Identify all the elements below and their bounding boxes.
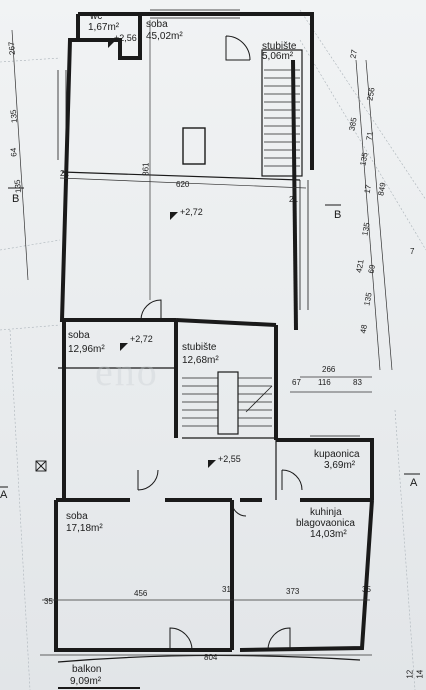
room-soba-bottom-area: 17,18m²: [66, 523, 103, 534]
dim-67: 67: [292, 378, 301, 387]
room-kitchen-area: 14,03m²: [310, 529, 347, 540]
dim-l64: 64: [8, 147, 19, 158]
balcony-edge: [57, 654, 361, 663]
dim-373: 373: [286, 587, 300, 596]
room-soba-top-name: soba: [146, 19, 168, 30]
dim-35b: 35: [362, 585, 371, 594]
outer-walls: [54, 12, 374, 652]
dim-861: 861: [141, 162, 151, 176]
section-lines: [0, 187, 420, 488]
level-wc: +2,56: [114, 33, 137, 43]
level-hall: +2,55: [218, 454, 241, 464]
dim-456: 456: [134, 589, 148, 598]
dimension-lines: [11, 20, 393, 656]
room-stair-mid-area: 12,68m²: [182, 355, 219, 366]
dim-r17: 17: [362, 183, 373, 195]
dim-35a: 35: [44, 597, 53, 606]
room-kitchen-name: kuhinja: [310, 507, 342, 518]
level-markers: [108, 40, 216, 468]
room-soba-bottom-name: soba: [66, 511, 88, 522]
room-bath-name: kupaonica: [314, 449, 360, 460]
dim-r71: 71: [364, 130, 375, 142]
dim-804: 804: [204, 653, 218, 662]
room-stair-top-name: stubište: [262, 41, 297, 52]
room-soba-top-area: 45,02m²: [146, 31, 183, 42]
dim-bot12: 12: [405, 669, 415, 679]
dim-r27: 27: [348, 48, 359, 60]
inner-walls: [58, 49, 303, 500]
dim-r48: 48: [358, 323, 369, 335]
section-b-left: B: [12, 193, 20, 205]
level-soba-mid: +2,72: [130, 334, 153, 344]
dim-83: 83: [353, 378, 362, 387]
room-wc-name: wc: [90, 11, 103, 22]
dim-21a: 21: [60, 169, 69, 178]
room-stair-mid-name: stubište: [182, 342, 217, 353]
room-soba-mid-name: soba: [68, 330, 90, 341]
room-soba-mid-area: 12,96m²: [68, 344, 105, 355]
stair-treads: [182, 69, 300, 427]
windows: [57, 9, 360, 437]
dim-r69: 69: [366, 263, 377, 275]
room-stair-top-area: 5,06m²: [262, 51, 294, 62]
dim-116: 116: [318, 378, 331, 387]
dim-620: 620: [176, 180, 190, 189]
watermark: eno: [95, 349, 159, 394]
section-a-left: A: [0, 489, 8, 501]
dim-266: 266: [322, 365, 336, 374]
section-b-right: B: [334, 209, 342, 221]
room-balcony-name: balkon: [72, 664, 102, 675]
dim-21b: 21: [289, 195, 298, 204]
dim-l135b: 135: [12, 179, 24, 194]
dim-31: 31: [222, 585, 231, 594]
dashed-guides: [0, 9, 426, 690]
skylight: [182, 127, 206, 165]
dim-b7: 7: [410, 247, 415, 256]
dim-bot14: 14: [415, 669, 425, 679]
dim-l135a: 135: [8, 109, 20, 124]
room-kitchen-name2: blagovaonica: [296, 518, 355, 529]
level-soba-top: +2,72: [180, 207, 203, 217]
section-a-right: A: [410, 477, 418, 489]
room-wc-area: 1,67m²: [88, 22, 120, 33]
room-bath-area: 3,69m²: [324, 460, 356, 471]
door-swings: [137, 35, 303, 651]
room-balcony-area: 9,09m²: [70, 676, 102, 687]
dim-l267: 267: [6, 41, 18, 56]
meter-box: [35, 460, 47, 472]
